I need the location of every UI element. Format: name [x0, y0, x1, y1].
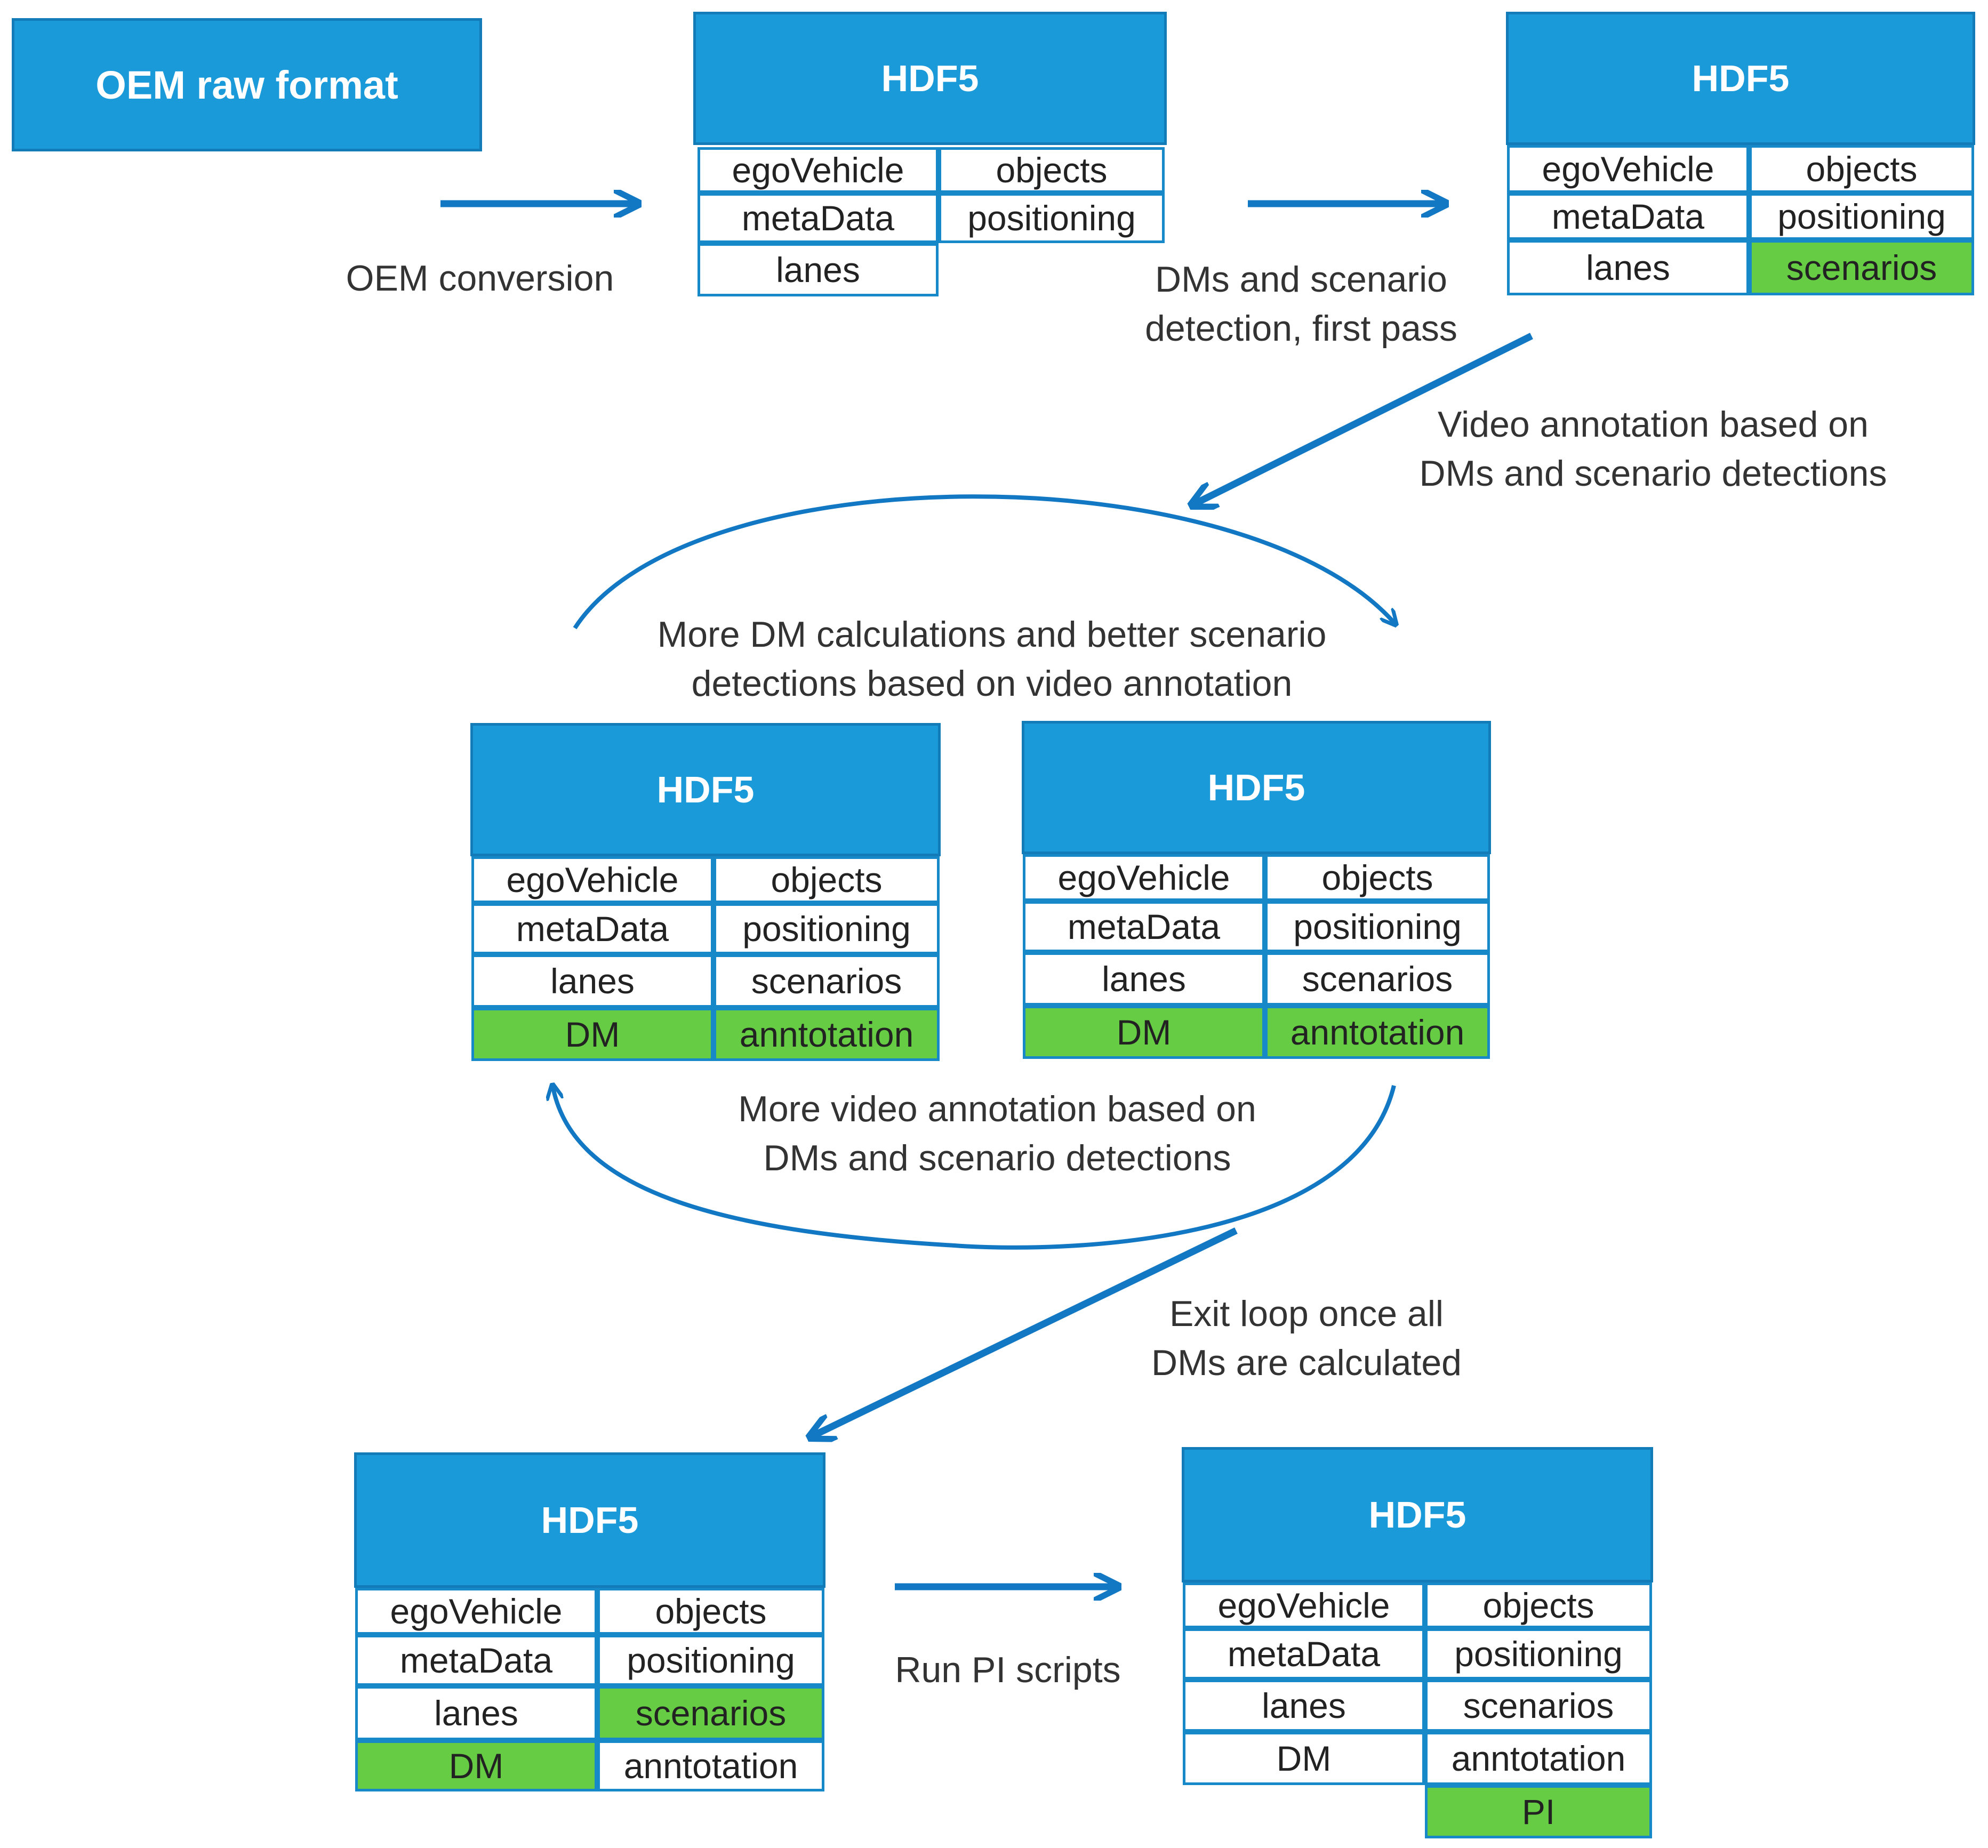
label-run-pi: Run PI scripts: [895, 1650, 1121, 1690]
field-egovehicle: egoVehicle: [1183, 1582, 1425, 1628]
field-annotation: anntotation: [714, 1008, 940, 1061]
field-metadata: metaData: [355, 1635, 597, 1686]
field-dm: DM: [1023, 1006, 1265, 1059]
field-scenarios: scenarios: [1265, 952, 1490, 1006]
field-positioning: positioning: [714, 903, 940, 954]
field-metadata: metaData: [698, 193, 939, 243]
field-annotation: anntotation: [1265, 1006, 1490, 1059]
hdf5-header: HDF5: [693, 12, 1167, 145]
label-first-pass: DMs and scenario detection, first pass: [1088, 255, 1514, 353]
hdf5-header: HDF5: [1022, 721, 1491, 854]
field-egovehicle: egoVehicle: [471, 856, 714, 903]
field-objects: objects: [597, 1588, 824, 1635]
field-positioning: positioning: [1265, 901, 1490, 952]
label-more-video: More video annotation based on DMs and s…: [661, 1084, 1333, 1183]
field-objects: objects: [1425, 1582, 1652, 1628]
field-scenarios: scenarios: [1749, 240, 1974, 295]
field-egovehicle: egoVehicle: [355, 1588, 597, 1635]
label-first-pass-line: detection, first pass: [1145, 308, 1457, 349]
field-lanes: lanes: [1183, 1680, 1425, 1732]
label-exit-loop-line: Exit loop once all: [1169, 1293, 1444, 1334]
label-more-dm-line: detections based on video annotation: [691, 663, 1293, 704]
field-annotation: anntotation: [597, 1740, 824, 1791]
label-video-annotation: Video annotation based on DMs and scenar…: [1376, 400, 1930, 498]
arrow-exit-loop: [809, 1227, 1238, 1437]
field-objects: objects: [939, 147, 1165, 193]
hdf5-header: HDF5: [1506, 12, 1975, 145]
field-lanes: lanes: [1507, 240, 1749, 295]
field-positioning: positioning: [1425, 1628, 1652, 1680]
field-metadata: metaData: [1023, 901, 1265, 952]
hdf5-header: HDF5: [1182, 1447, 1653, 1582]
hdf5-header: HDF5: [354, 1452, 825, 1588]
field-annotation: anntotation: [1425, 1732, 1652, 1785]
field-objects: objects: [1265, 854, 1490, 901]
field-egovehicle: egoVehicle: [1507, 145, 1749, 193]
field-scenarios: scenarios: [1425, 1680, 1652, 1732]
label-exit-loop-line: DMs are calculated: [1151, 1343, 1462, 1383]
hdf5-header: HDF5: [470, 723, 941, 856]
label-more-video-line: More video annotation based on: [738, 1089, 1256, 1129]
field-positioning: positioning: [939, 193, 1165, 243]
label-more-video-line: DMs and scenario detections: [763, 1138, 1231, 1178]
field-scenarios: scenarios: [714, 954, 940, 1008]
field-dm: DM: [471, 1008, 714, 1061]
field-positioning: positioning: [597, 1635, 824, 1686]
label-video-annotation-line: DMs and scenario detections: [1419, 453, 1887, 494]
field-lanes: lanes: [355, 1686, 597, 1740]
label-more-dm: More DM calculations and better scenario…: [587, 610, 1397, 708]
label-more-dm-line: More DM calculations and better scenario: [657, 614, 1327, 655]
field-metadata: metaData: [1507, 193, 1749, 240]
field-positioning: positioning: [1749, 193, 1974, 240]
label-first-pass-line: DMs and scenario: [1155, 259, 1448, 300]
field-metadata: metaData: [471, 903, 714, 954]
field-egovehicle: egoVehicle: [1023, 854, 1265, 901]
arrow-video-annotation: [1191, 333, 1533, 505]
field-pi: PI: [1425, 1785, 1652, 1838]
label-video-annotation-line: Video annotation based on: [1438, 404, 1869, 445]
oem-raw-format-box: OEM raw format: [12, 18, 482, 151]
field-dm: DM: [355, 1740, 597, 1791]
field-scenarios: scenarios: [597, 1686, 824, 1740]
field-lanes: lanes: [471, 954, 714, 1008]
arrow-loop-bottom: [552, 1084, 1396, 1250]
field-dm: DM: [1183, 1732, 1425, 1785]
field-egovehicle: egoVehicle: [698, 147, 939, 193]
field-objects: objects: [1749, 145, 1974, 193]
field-lanes: lanes: [1023, 952, 1265, 1006]
arrow-loop-top: [573, 494, 1396, 628]
field-metadata: metaData: [1183, 1628, 1425, 1680]
label-oem-conversion: OEM conversion: [346, 258, 614, 299]
field-lanes: lanes: [698, 243, 939, 296]
field-objects: objects: [714, 856, 940, 903]
label-exit-loop: Exit loop once all DMs are calculated: [1099, 1289, 1514, 1387]
